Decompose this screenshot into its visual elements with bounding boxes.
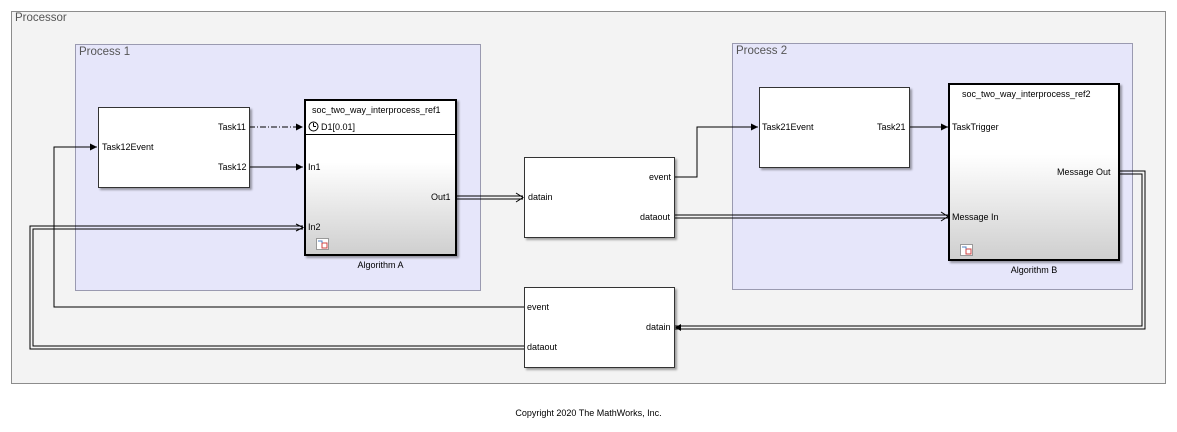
process1-area-title: Process 1 [79,46,131,58]
wire-event-task21event [674,123,758,178]
port-in2: In2 [308,222,321,232]
process2-area-title: Process 2 [736,45,788,57]
channel1-port-event: event [649,172,672,182]
algorithm-a-sample-time: D1[0.01] [321,122,356,132]
algorithm-a-caption: Algorithm A [357,260,404,270]
clock-icon [308,121,319,132]
model-reference-icon [316,238,329,250]
port-out1: Out1 [431,192,451,202]
interprocess-channel-1[interactable] [524,157,675,238]
port-task12event: Task12Event [102,142,154,152]
algorithm-a-model-ref: soc_two_way_interprocess_ref1 [312,105,441,115]
channel1-port-datain: datain [528,192,553,202]
model-reference-icon-b [960,244,973,256]
algorithm-b-caption: Algorithm B [1010,265,1058,275]
port-task11: Task11 [218,122,246,132]
port-message-in: Message In [952,212,999,222]
wire-dataout-in2-a [29,225,524,350]
channel2-port-datain: datain [646,322,671,332]
algorithm-a-divider [306,134,455,135]
wire-event-task12event [53,143,524,308]
algorithm-b-block[interactable] [948,83,1120,261]
port-message-out: Message Out [1057,167,1111,177]
task-manager-block-1[interactable] [98,107,250,188]
port-in1: In1 [308,162,321,172]
port-task21event: Task21Event [762,122,814,132]
algorithm-b-model-ref: soc_two_way_interprocess_ref2 [962,89,1091,99]
port-task21: Task21 [877,122,906,132]
algorithm-a-block[interactable] [304,99,457,256]
channel2-port-event: event [527,302,550,312]
channel2-port-dataout: dataout [527,342,558,352]
copyright-footer: Copyright 2020 The MathWorks, Inc. [515,408,662,418]
processor-area-title: Processor [15,12,67,24]
task-manager-block-2[interactable] [759,87,910,168]
wire-msgout-datain-b [675,173,1143,327]
wire-msgout-datain-a [675,170,1146,330]
port-tasktrigger: TaskTrigger [952,122,999,132]
channel1-port-dataout: dataout [640,212,671,222]
wire-dataout-in2-b [32,228,524,347]
port-task12: Task12 [218,162,247,172]
interprocess-channel-2[interactable] [524,287,675,368]
